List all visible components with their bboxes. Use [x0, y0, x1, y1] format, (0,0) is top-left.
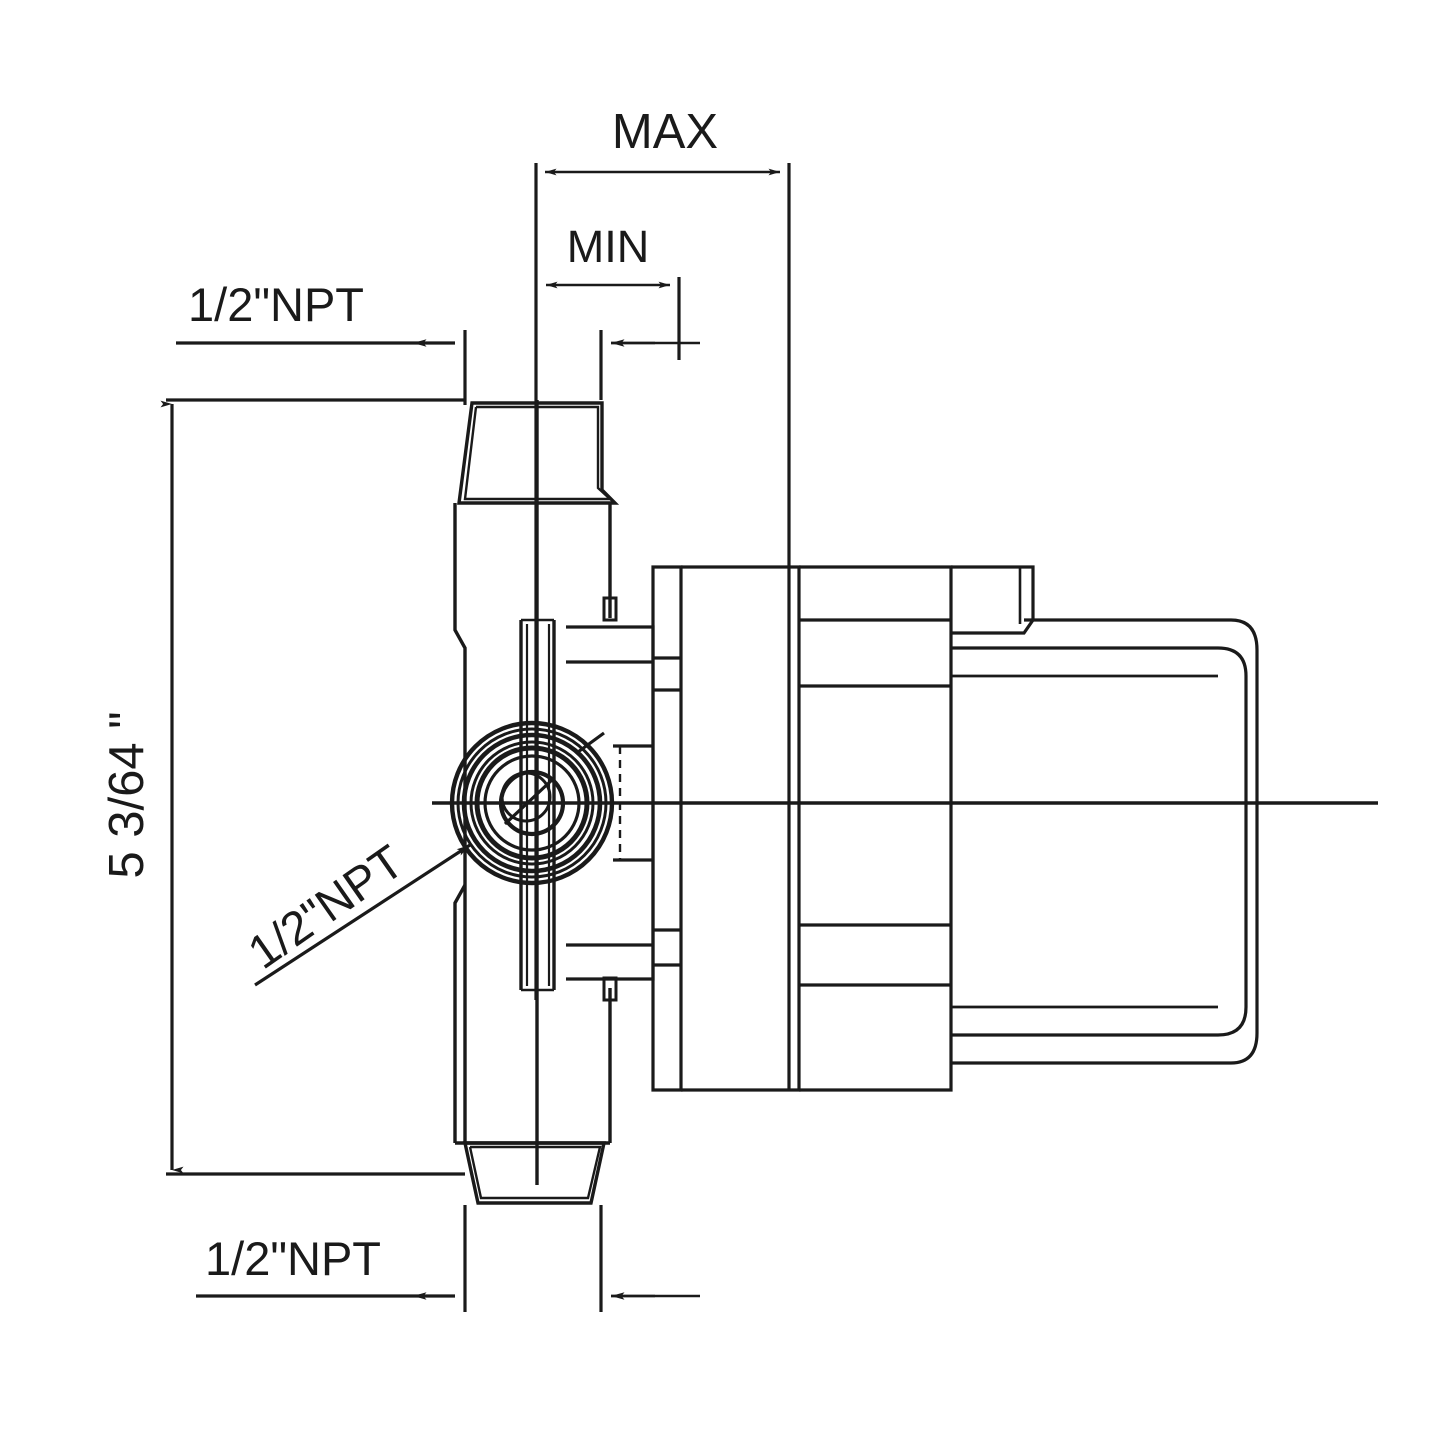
port-slash [503, 777, 555, 826]
valve-body-outline [453, 401, 620, 1205]
outer-cylinder-inner-top-edge [951, 646, 1248, 803]
key-top [602, 596, 618, 622]
port-ring-3 [461, 732, 603, 874]
min-label: MIN [567, 221, 650, 272]
port-ring-5 [474, 745, 590, 861]
outer-cylinder-inner-bottom-edge [951, 803, 1248, 1037]
port-ring-inner-offset [500, 771, 552, 823]
max-label: MAX [612, 105, 718, 159]
key-bottom [602, 976, 618, 1002]
body-left-profile-lower [453, 884, 467, 1143]
npt-top-label: 1/2"NPT [188, 278, 364, 331]
port-ring-2 [456, 727, 608, 879]
body-left-profile-upper [453, 503, 467, 1143]
npt-center-leader [254, 843, 471, 987]
outer-cylinder-top-edge [1024, 618, 1259, 803]
bottom-npt-nipple [462, 1141, 607, 1205]
npt-bottom-label: 1/2"NPT [205, 1232, 381, 1285]
port-ring-4 [469, 740, 595, 866]
outer-cylinder-bottom-edge [951, 803, 1259, 1065]
bottom-npt-nipple-inner [468, 1145, 602, 1200]
right-assembly [566, 565, 1259, 1092]
top-npt-nipple-inner [463, 405, 614, 501]
port-ring-6 [483, 754, 581, 852]
port-ring-1 [449, 720, 615, 886]
flange-body-block [681, 565, 801, 1092]
port-ring-inner [498, 769, 566, 837]
overall-height-label: 5 3/64 " [100, 711, 154, 878]
port-tick-upper-right [577, 731, 605, 754]
center-port-detail [449, 720, 615, 886]
dimension-lines [160, 163, 791, 1312]
